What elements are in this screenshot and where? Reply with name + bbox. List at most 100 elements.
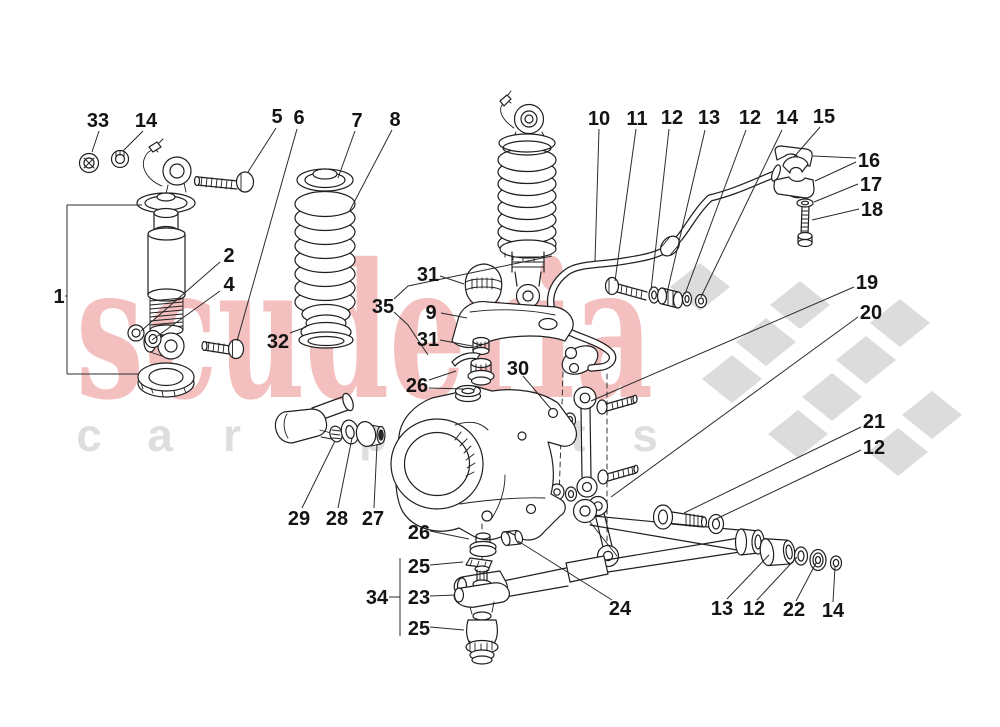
leader-line-31 bbox=[439, 275, 465, 285]
checker-diamond bbox=[702, 355, 762, 403]
bar-clamp-drawing bbox=[773, 145, 815, 248]
watermark-letter: a bbox=[147, 409, 173, 461]
leader-line-15 bbox=[793, 126, 821, 158]
watermark-letter: r bbox=[223, 409, 241, 461]
checker-diamond bbox=[870, 299, 930, 347]
leader-line-24 bbox=[517, 540, 613, 601]
part-label-13-25: 13 bbox=[711, 598, 733, 620]
part-label-15-35: 15 bbox=[813, 106, 835, 128]
part-label-6-4: 6 bbox=[293, 107, 304, 129]
leader-line-16 bbox=[812, 155, 857, 159]
checker-diamond bbox=[802, 373, 862, 421]
spring-boot-32-drawing bbox=[298, 303, 354, 349]
leader-line-7 bbox=[337, 130, 356, 179]
leader-line-16 bbox=[814, 161, 857, 182]
coil-spring-drawing bbox=[294, 168, 356, 316]
part-label-14-34: 14 bbox=[776, 107, 799, 129]
part-label-14-2: 14 bbox=[135, 110, 158, 132]
part-label-13-32: 13 bbox=[698, 107, 720, 129]
checker-diamond bbox=[836, 336, 896, 384]
leader-line-13 bbox=[666, 129, 706, 294]
checker-diamond bbox=[768, 410, 828, 458]
part-label-31-13: 31 bbox=[417, 329, 439, 351]
part-label-16-36: 16 bbox=[858, 150, 880, 172]
leader-line-33 bbox=[91, 130, 100, 153]
bolt-5-drawing bbox=[193, 171, 255, 193]
leader-line-17 bbox=[813, 183, 859, 203]
leader-line-26 bbox=[428, 387, 465, 390]
leader-line-32 bbox=[289, 326, 307, 334]
label-bracket-line bbox=[393, 255, 553, 300]
cap-33-drawing bbox=[78, 152, 100, 174]
part-label-30-15: 30 bbox=[507, 358, 529, 380]
leader-line-13 bbox=[726, 554, 770, 600]
leader-line-12 bbox=[684, 129, 747, 295]
leader-line-26 bbox=[428, 370, 457, 381]
pivot-bolt-21-drawing bbox=[652, 504, 725, 535]
part-label-25-20: 25 bbox=[408, 556, 430, 578]
leader-line-25 bbox=[429, 626, 465, 631]
part-label-28-17: 28 bbox=[326, 508, 348, 530]
bushing-set-drawing bbox=[759, 538, 843, 572]
artwork bbox=[78, 90, 843, 665]
part-label-8-6: 8 bbox=[389, 109, 400, 131]
part-label-10-29: 10 bbox=[588, 108, 610, 130]
part-label-19-39: 19 bbox=[856, 272, 878, 294]
coilover-shock-drawing bbox=[497, 90, 557, 309]
leader-line-31 bbox=[439, 339, 473, 347]
anti-roll-bar-drawing bbox=[546, 164, 781, 375]
part-label-12-31: 12 bbox=[661, 107, 683, 129]
leader-line-8 bbox=[348, 129, 393, 213]
leader-line-25 bbox=[429, 561, 464, 566]
leader-line-12 bbox=[756, 556, 798, 601]
leader-line-14 bbox=[700, 129, 783, 298]
leader-line-11 bbox=[614, 128, 637, 282]
leader-line-18 bbox=[811, 208, 860, 221]
part-label-14-28: 14 bbox=[822, 600, 845, 622]
part-label-22-27: 22 bbox=[783, 599, 805, 621]
leader-line-14 bbox=[122, 130, 144, 152]
leader-line-20 bbox=[610, 316, 859, 498]
part-label-29-16: 29 bbox=[288, 508, 310, 530]
checker-diamond bbox=[770, 281, 830, 329]
leader-line-22 bbox=[795, 562, 817, 602]
part-label-35-10: 35 bbox=[372, 296, 394, 318]
part-label-21-41: 21 bbox=[863, 411, 885, 433]
part-label-20-40: 20 bbox=[860, 302, 882, 324]
part-label-24-24: 24 bbox=[609, 598, 632, 620]
leader-line-27 bbox=[373, 443, 378, 509]
part-label-2-7: 2 bbox=[223, 245, 234, 267]
part-label-26-19: 26 bbox=[408, 522, 430, 544]
part-label-34-21: 34 bbox=[366, 587, 389, 609]
part-label-12-42: 12 bbox=[863, 437, 885, 459]
watermark-letter: s bbox=[632, 409, 658, 461]
leader-line-12 bbox=[715, 449, 862, 520]
leader-line-26 bbox=[429, 530, 470, 540]
part-label-32-9: 32 bbox=[267, 331, 289, 353]
leader-line-19 bbox=[590, 286, 855, 402]
leader-line-14 bbox=[832, 566, 836, 603]
leader-line-5 bbox=[247, 127, 277, 173]
part-label-4-8: 4 bbox=[223, 274, 235, 296]
part-label-1-0: 1 bbox=[53, 286, 64, 308]
leader-line-6 bbox=[236, 128, 298, 342]
label-brackets bbox=[66, 204, 553, 636]
upper-ball-joint-drawing bbox=[451, 263, 574, 394]
leader-line-21 bbox=[683, 426, 862, 514]
checkered-flag-watermark bbox=[670, 263, 962, 476]
part-label-12-33: 12 bbox=[739, 107, 761, 129]
part-label-27-18: 27 bbox=[362, 508, 384, 530]
nut-14-drawing bbox=[110, 149, 130, 169]
nut-2-washer-4-drawing bbox=[127, 324, 162, 349]
watermark-letter: c bbox=[76, 409, 102, 461]
checker-diamond bbox=[902, 391, 962, 439]
leader-line-2 bbox=[140, 261, 221, 332]
part-label-25-23: 25 bbox=[408, 618, 430, 640]
part-label-33-1: 33 bbox=[87, 110, 109, 132]
checker-diamond bbox=[868, 428, 928, 476]
part-label-5-3: 5 bbox=[271, 106, 282, 128]
label-bracket-line bbox=[393, 311, 429, 356]
